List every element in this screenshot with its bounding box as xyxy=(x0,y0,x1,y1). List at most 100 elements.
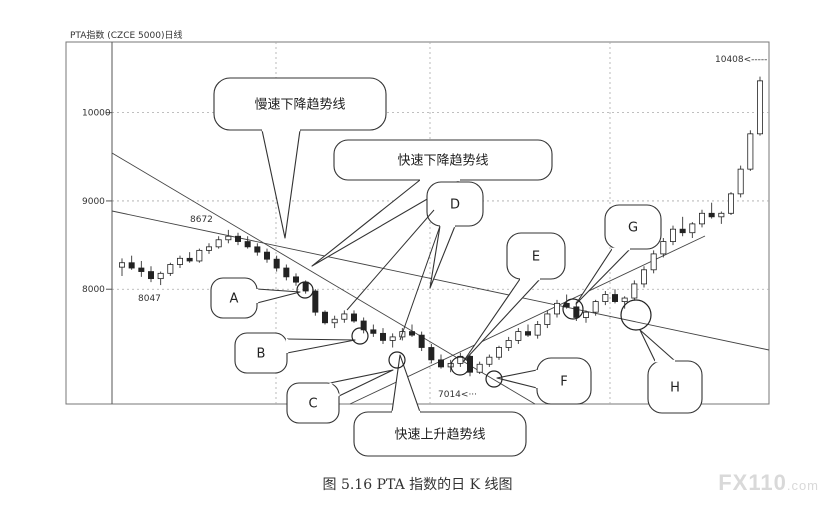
callout-c-tail xyxy=(329,369,394,397)
candle-body xyxy=(128,262,135,269)
candle-body xyxy=(428,347,435,361)
marker-circle xyxy=(485,370,503,388)
candle-body xyxy=(631,283,638,299)
candle-body xyxy=(592,301,599,313)
candle-body xyxy=(186,257,193,262)
price-label: 8672 xyxy=(190,215,213,225)
candle-body xyxy=(167,264,174,274)
callout-h-label: H xyxy=(670,381,680,396)
callout-e-tail xyxy=(462,278,541,363)
candle-body xyxy=(196,249,203,262)
callout-fast-up: 快速上升趋势线 xyxy=(353,354,527,457)
candle-body xyxy=(234,235,241,242)
callout-c-joint xyxy=(329,382,340,397)
candle-body xyxy=(283,267,290,278)
callout-fast-down-tail xyxy=(311,179,461,267)
candle-body xyxy=(147,271,154,280)
callout-d-pointer xyxy=(346,209,435,311)
candle-body xyxy=(718,212,725,218)
candle-body xyxy=(621,297,628,302)
candle-body xyxy=(418,334,425,348)
candle-body xyxy=(728,193,735,214)
callout-e-label: E xyxy=(532,250,540,265)
price-label: 7014<··· xyxy=(438,390,477,400)
callout-b-label: B xyxy=(257,347,266,362)
price-label: 8047 xyxy=(138,294,161,304)
callout-g: G xyxy=(575,204,662,305)
callout-c-box xyxy=(286,382,340,424)
candle-body xyxy=(302,281,309,292)
callout-h: H xyxy=(639,329,703,414)
callout-e: E xyxy=(462,232,566,363)
candle-body xyxy=(273,258,280,269)
plot-frame xyxy=(65,41,770,405)
candle-body xyxy=(737,168,744,195)
candle-body xyxy=(157,272,164,280)
trend-lines xyxy=(111,152,770,405)
candle-body xyxy=(360,320,367,331)
candle-body xyxy=(486,356,493,365)
candle-body xyxy=(660,241,667,255)
candle-body xyxy=(176,257,183,265)
candle-body xyxy=(408,331,415,336)
candle-body xyxy=(573,306,580,318)
candle-body xyxy=(515,331,522,341)
callout-fast-up-label: 快速上升趋势线 xyxy=(394,427,485,443)
candle-body xyxy=(321,311,328,324)
callout-h-tail xyxy=(639,329,676,362)
watermark-suffix: .com xyxy=(786,478,819,493)
candle-body xyxy=(554,302,561,315)
candle-body xyxy=(612,294,619,302)
chart-title: PTA指数 (CZCE 5000)日线 xyxy=(70,29,182,41)
watermark-brand: FX110 xyxy=(718,470,787,495)
fast-down-trendline xyxy=(111,152,536,405)
candle-body xyxy=(583,311,590,318)
candle-body xyxy=(244,241,251,248)
candle-body xyxy=(205,246,212,251)
candle-body xyxy=(679,228,686,234)
candle-body xyxy=(670,228,677,242)
callout-a-label: A xyxy=(230,292,239,307)
candle-body xyxy=(650,253,657,271)
callout-g-tail xyxy=(575,248,631,305)
marker-circle xyxy=(388,351,406,369)
candle-body xyxy=(138,267,145,272)
candle-body xyxy=(312,290,319,313)
callout-g-box xyxy=(604,204,662,250)
candle-body xyxy=(689,223,696,234)
candle-body xyxy=(699,212,706,225)
callout-fast-up-box xyxy=(353,411,527,457)
candle-body xyxy=(119,262,126,268)
callout-d: D xyxy=(426,181,484,289)
callout-d-label: D xyxy=(450,198,460,213)
y-tick-label: 9000 xyxy=(82,197,105,207)
candle-body xyxy=(544,313,551,325)
candle-body xyxy=(370,329,377,334)
marker-circle xyxy=(296,281,314,299)
candle-body xyxy=(225,235,232,241)
callout-slow-down: 慢速下降趋势线 xyxy=(213,77,387,239)
marker-circle xyxy=(562,298,584,320)
callout-a-tail xyxy=(256,288,301,304)
candle-body xyxy=(747,133,754,170)
marker-circle xyxy=(351,327,369,345)
y-tick-label: 10000 xyxy=(82,109,111,119)
marker-circle xyxy=(620,299,652,331)
callout-fast-down-label: 快速下降趋势线 xyxy=(397,153,488,169)
candle-body xyxy=(641,269,648,285)
callout-slow-down-label: 慢速下降趋势线 xyxy=(254,97,345,113)
candle-body xyxy=(466,355,473,373)
candle-body xyxy=(602,294,609,302)
callout-b-tail xyxy=(286,338,356,354)
callout-a: A xyxy=(210,277,301,319)
candle-body xyxy=(341,313,348,320)
candle-body xyxy=(437,359,444,368)
watermark-logo: FX110.com xyxy=(718,470,819,496)
candle-body xyxy=(495,347,502,358)
candle-body xyxy=(505,340,512,348)
candle-body xyxy=(708,212,715,218)
